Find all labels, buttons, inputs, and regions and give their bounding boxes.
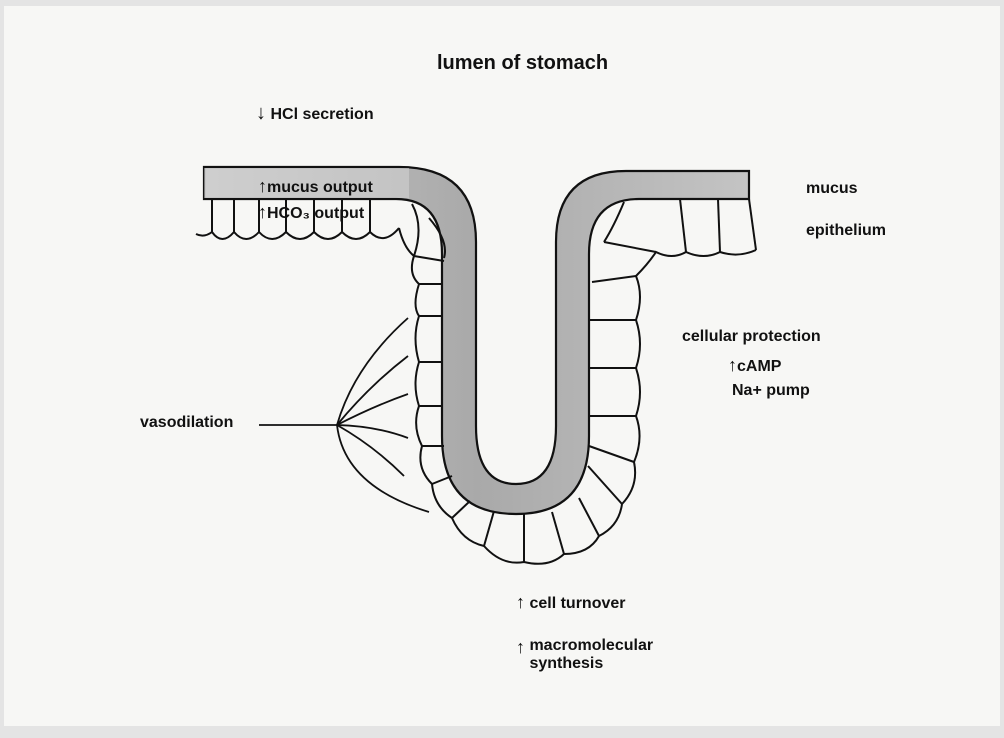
macromolecular-synthesis-text: macromolecular synthesis <box>529 637 689 674</box>
cell-turnover-text: cell turnover <box>529 595 625 612</box>
camp-text: cAMP <box>737 358 781 375</box>
vasodilation-label: vasodilation <box>140 414 233 432</box>
up-arrow-icon: ↑ <box>516 592 525 612</box>
hcl-secretion-label: ↓ HCl secretion <box>256 102 374 125</box>
hco3-output-text: HCO₃ output <box>267 205 364 222</box>
blood-vessels <box>259 318 429 512</box>
up-arrow-icon: ↑ <box>258 176 267 196</box>
mucus-label: mucus <box>806 180 858 198</box>
epithelium-label: epithelium <box>806 222 886 240</box>
camp-label: ↑cAMP <box>728 355 781 376</box>
diagram-title: lumen of stomach <box>437 52 608 75</box>
mucus-output-label: ↑mucus output <box>258 176 373 197</box>
diagram-slide: lumen of stomach ↓ HCl secretion ↑mucus … <box>4 6 1000 726</box>
na-pump-label: Na+ pump <box>732 382 810 400</box>
down-arrow-icon: ↓ <box>256 102 266 124</box>
gastric-pit-diagram <box>4 6 1000 726</box>
hco3-output-label: ↑HCO₃ output <box>258 202 364 223</box>
hcl-secretion-text: HCl secretion <box>270 106 373 123</box>
cellular-protection-label: cellular protection <box>682 328 821 346</box>
up-arrow-icon: ↑ <box>516 637 525 657</box>
cell-turnover-label: ↑ cell turnover <box>516 592 625 613</box>
mucus-output-text: mucus output <box>267 179 373 196</box>
up-arrow-icon: ↑ <box>728 355 737 375</box>
macromolecular-synthesis-label: ↑ macromolecular synthesis <box>516 637 689 674</box>
up-arrow-icon: ↑ <box>258 202 267 222</box>
